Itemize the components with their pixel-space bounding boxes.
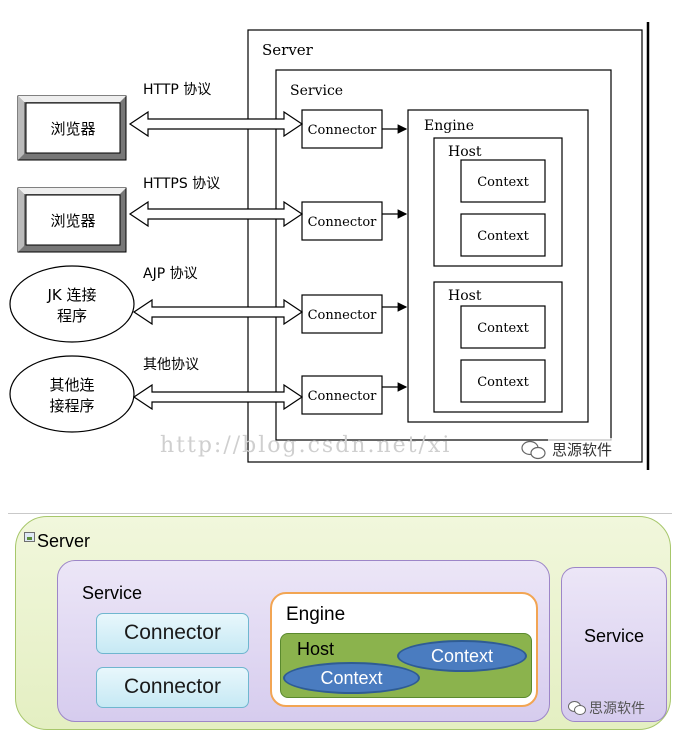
- connector-label-3: Connector: [308, 308, 378, 323]
- client-label-3-line1: JK 连接: [46, 286, 96, 304]
- connector-block-1: Connector: [96, 613, 249, 654]
- connector-block-2: Connector: [96, 667, 249, 708]
- host-label-2: Host: [448, 288, 482, 304]
- client-label-3-line2: 程序: [57, 307, 87, 325]
- connector-box-3: [301, 294, 383, 334]
- context-label-2-2: Context: [477, 375, 529, 390]
- engine-label: Engine: [424, 118, 474, 134]
- client-label-4-line1: 其他连: [49, 376, 94, 394]
- service-label: Service: [290, 83, 343, 99]
- context-ellipse-2: Context: [397, 640, 527, 672]
- watermark-brand-bottom: 思源软件: [589, 701, 645, 717]
- context-box-2-1: [460, 305, 546, 349]
- watermark-bottom: 思源软件: [568, 698, 645, 718]
- host-label-bottom: Host: [297, 639, 335, 659]
- service-container-2: [561, 567, 667, 722]
- engine-label-bottom: Engine: [286, 604, 346, 625]
- server-label-bottom: Server: [37, 531, 91, 551]
- double-arrow-4: [132, 383, 304, 411]
- bottom-diagram-frame: [8, 513, 672, 735]
- watermark-brand: 思源软件: [552, 441, 612, 459]
- client-jk-connector: JK 连接 程序: [9, 265, 135, 343]
- client-label-2: 浏览器: [50, 212, 95, 230]
- client-browser-2: 浏览器: [17, 187, 127, 253]
- watermark-brand-bg: [548, 438, 640, 460]
- context-label-1-1: Context: [477, 175, 529, 190]
- wechat-icon: [521, 440, 546, 460]
- context-ellipse-1: Context: [283, 662, 420, 694]
- double-arrow-2: [128, 200, 304, 228]
- client-other-connector: 其他连 接程序: [9, 355, 135, 433]
- context-box-2-2: [460, 359, 546, 403]
- service-label-bottom: Service: [82, 583, 143, 603]
- wechat-icon: [568, 701, 586, 715]
- double-arrow-3: [132, 298, 304, 326]
- context-box-1-2: [460, 213, 546, 257]
- connector-box-1: [301, 109, 383, 149]
- protocol-label-1: HTTP 协议: [143, 82, 211, 98]
- context-label-1-2: Context: [477, 229, 529, 244]
- server-label: Server: [262, 41, 314, 59]
- watermark-url: http://blog.csdn.net/xi: [160, 433, 451, 458]
- double-arrow-1: [128, 110, 304, 138]
- connector-label-1: Connector: [308, 123, 378, 138]
- protocol-label-2: HTTPS 协议: [143, 176, 220, 192]
- connector-box-4: [301, 375, 383, 415]
- tomcat-architecture-diagram: Server Service Engine Host Context Conte…: [9, 22, 650, 470]
- host-label-1: Host: [448, 144, 482, 160]
- client-browser-1: 浏览器: [17, 95, 127, 161]
- connector-box-2: [301, 201, 383, 241]
- protocol-label-3: AJP 协议: [143, 266, 198, 282]
- context-box-1-1: [460, 159, 546, 203]
- context-label-2-1: Context: [477, 321, 529, 336]
- connector-label-4: Connector: [308, 389, 378, 404]
- service-label-2: Service: [583, 626, 645, 646]
- client-label-1: 浏览器: [50, 120, 95, 138]
- protocol-label-4: 其他协议: [143, 357, 199, 373]
- connector-label-2: Connector: [308, 215, 378, 230]
- client-label-4-line2: 接程序: [49, 397, 94, 415]
- image-placeholder-icon: [24, 532, 35, 542]
